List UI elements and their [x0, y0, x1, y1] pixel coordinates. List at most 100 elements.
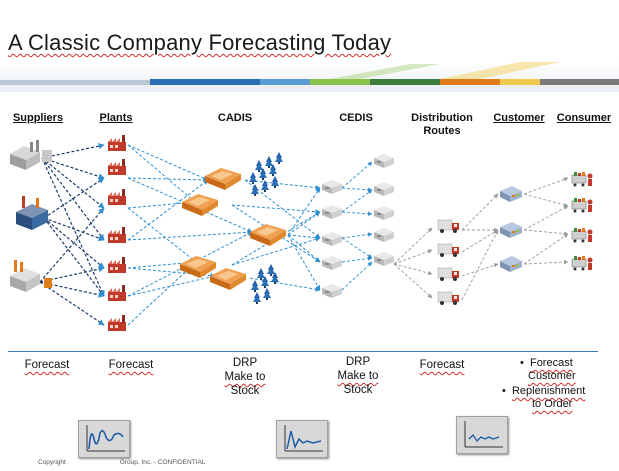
store-icon	[322, 232, 342, 246]
shopping-cart-icon	[571, 255, 593, 271]
warehouse-icon	[10, 140, 52, 170]
flow-arrow	[393, 227, 433, 265]
stage-label-suppliers: Forecast	[24, 359, 70, 371]
store-icon	[322, 284, 342, 298]
flow-arrow	[127, 261, 197, 326]
flow-arrow	[39, 281, 105, 326]
factory-icon	[108, 285, 126, 301]
flow-arrow	[127, 207, 197, 263]
flow-arrow	[341, 232, 373, 239]
flow-arrow	[341, 261, 373, 291]
flow-arrow	[41, 157, 105, 180]
flow-arrow	[39, 207, 105, 283]
truck-icon	[437, 219, 460, 234]
stage-header-cadis: CADIS	[217, 112, 253, 124]
tree-icon	[253, 292, 261, 304]
flow-arrow	[231, 204, 321, 215]
tree-icon	[271, 176, 279, 188]
bullet-item-continuation: Customer	[528, 370, 576, 382]
title-redaction	[440, 22, 590, 62]
flow-arrow	[461, 263, 499, 277]
stage-header-suppliers: Suppliers	[12, 112, 64, 124]
flow-arrow	[341, 161, 373, 189]
store-icon	[322, 256, 342, 270]
shopping-cart-icon	[571, 171, 593, 187]
store-icon	[322, 180, 342, 194]
store-icon	[322, 205, 342, 219]
flow-arrow	[341, 211, 373, 216]
flow-arrow	[393, 249, 433, 265]
flow-arrow	[41, 157, 105, 241]
tree-icon	[255, 160, 263, 172]
store-icon	[374, 252, 394, 266]
tree-icon	[263, 288, 271, 300]
flow-arrow	[461, 193, 499, 231]
flow-arrow	[127, 144, 209, 181]
tree-icon	[251, 184, 259, 196]
flow-arrow	[127, 274, 216, 297]
tree-icon	[275, 152, 283, 164]
flow-arrow	[393, 263, 433, 276]
flow-arrow	[523, 205, 569, 231]
flow-arrow	[287, 187, 321, 236]
store-icon	[500, 186, 522, 202]
flow-arrow	[287, 234, 321, 263]
chart-thumbnail-icon	[456, 416, 508, 454]
flow-arrow	[341, 187, 373, 192]
flow-arrow	[43, 217, 105, 269]
flow-arrow	[523, 177, 569, 195]
store-icon	[374, 206, 394, 220]
supply-chain-network	[10, 135, 593, 331]
flow-arrow	[41, 143, 105, 159]
store-icon	[500, 222, 522, 238]
flow-arrow	[341, 256, 373, 263]
bullet-item: • Replenishment	[502, 385, 586, 397]
chart-thumbnail-icon	[78, 420, 130, 458]
factory-icon	[108, 315, 126, 331]
truck-icon	[437, 291, 460, 306]
flow-arrow	[127, 144, 196, 203]
customer-buildings	[500, 186, 522, 272]
truck-icon	[437, 243, 460, 258]
distribution-center-icon	[205, 168, 241, 190]
outlet-stores	[374, 154, 394, 266]
flow-arrow	[341, 237, 373, 259]
bullet-item-continuation: to Order	[532, 398, 573, 410]
tree-cluster-top	[249, 152, 283, 196]
tree-icon	[257, 268, 265, 280]
tree-icon	[265, 156, 273, 168]
page-title: A Classic Company Forecasting Today	[8, 30, 392, 55]
store-icon	[374, 182, 394, 196]
factory-icon	[16, 196, 48, 230]
store-icon	[374, 228, 394, 242]
customer-bullet-list: • Forecast Customer • Replenishment to O…	[500, 357, 615, 411]
stage-header-consumer: Consumer	[556, 112, 612, 124]
warehouse-icon	[10, 260, 52, 292]
divider	[8, 351, 598, 352]
stage-header-plants: Plants	[99, 112, 133, 124]
shopping-cart-icon	[571, 227, 593, 243]
flow-arrow	[341, 189, 373, 213]
flow-arrow	[287, 234, 321, 241]
factory-icon	[108, 257, 126, 273]
flow-arrow	[249, 277, 321, 292]
store-icon	[500, 256, 522, 272]
consumer-carts	[571, 171, 593, 271]
stage-label-cadis: DRP Make to Stock	[224, 357, 266, 397]
flow-arrow	[287, 234, 321, 291]
flow-arrow	[43, 217, 105, 297]
flow-arrow	[461, 229, 499, 253]
flow-arrow	[41, 157, 105, 297]
distribution-center-icon	[182, 194, 218, 216]
tree-icon	[267, 264, 275, 276]
stage-header-distribution-routes: Distribution Routes	[411, 112, 473, 137]
stage-header-cedis: CEDIS	[339, 112, 373, 124]
flow-arrow	[41, 157, 105, 209]
flow-arrow	[523, 193, 569, 208]
flow-arrow	[523, 229, 569, 236]
plant-factories	[108, 135, 126, 331]
flow-arrow	[127, 177, 209, 183]
cedis-stores	[322, 180, 342, 298]
factory-icon	[108, 227, 126, 243]
